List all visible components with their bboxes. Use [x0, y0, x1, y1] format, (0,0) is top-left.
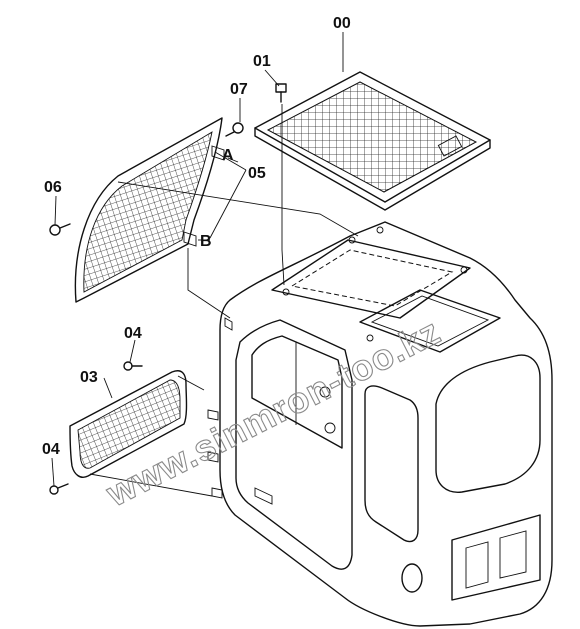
callout-05: 05 [248, 165, 266, 182]
leader-lines [51, 32, 359, 497]
callout-06: 06 [44, 179, 62, 196]
callout-07: 07 [230, 81, 248, 98]
roof-guard-00 [254, 71, 491, 211]
side-guard-05 [74, 117, 225, 303]
callout-B: B [200, 233, 212, 250]
bolt-04-bottom [49, 483, 69, 495]
bolt-01 [275, 83, 287, 103]
front-guard-03 [69, 370, 188, 478]
callout-03: 03 [80, 369, 98, 386]
callout-00: 00 [333, 15, 351, 32]
bolt-07 [225, 122, 244, 137]
callout-04-top: 04 [124, 325, 142, 342]
callout-A: A [222, 147, 234, 164]
cab-body [207, 221, 553, 627]
callout-01: 01 [253, 53, 271, 70]
bolt-06 [49, 223, 71, 236]
callout-labels: 00 01 07 A 05 06 B 04 03 04 [42, 15, 351, 458]
callout-04-bottom: 04 [42, 441, 60, 458]
bolt-04-top [123, 361, 143, 371]
